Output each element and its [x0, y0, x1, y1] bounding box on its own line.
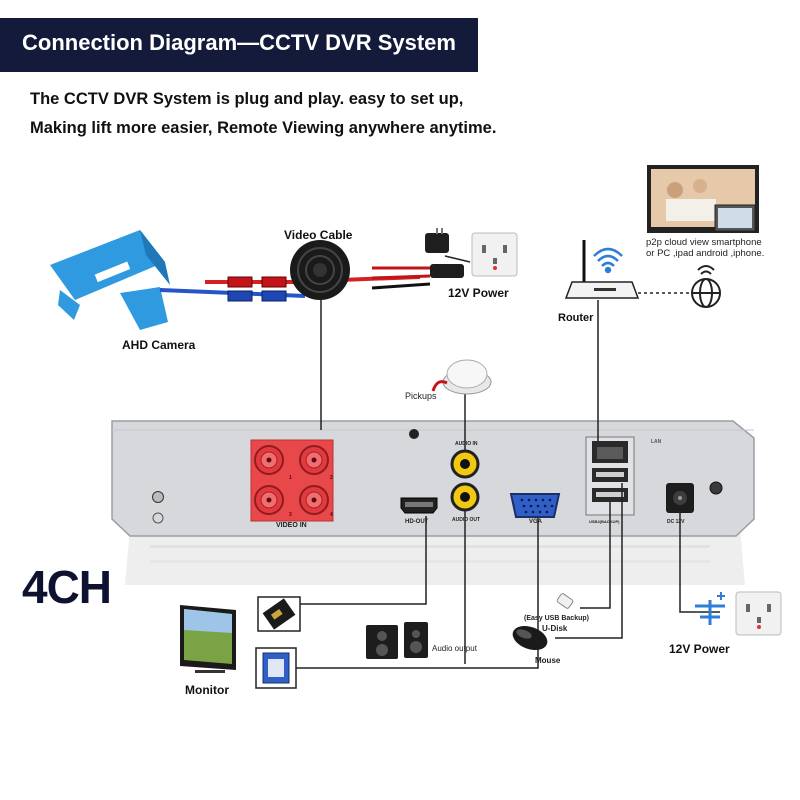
mouse-wire: [555, 483, 623, 639]
p2p-line-1: p2p cloud view smartphone: [646, 237, 762, 248]
pc-smartphone-icon: [647, 165, 759, 233]
usb-port-1[interactable]: [592, 468, 628, 482]
mouse-label: Mouse: [535, 656, 561, 665]
connection-wires: [291, 255, 720, 669]
vga-port[interactable]: [509, 493, 561, 518]
dvr-shadow: [125, 528, 745, 585]
cable-coil: [290, 240, 350, 300]
dc-power-socket[interactable]: [666, 483, 694, 513]
audio-output-label: Audio output: [432, 644, 477, 653]
globe-signal-icon: [691, 265, 721, 308]
subtitle-line-1: The CCTV DVR System is plug and play. ea…: [30, 90, 464, 108]
router-label: Router: [558, 312, 594, 324]
udisk-label: U-Disk: [542, 624, 568, 633]
ahd-camera-label: AHD Camera: [122, 338, 196, 352]
hdmi-wire: [291, 516, 427, 605]
pickups-label: Pickups: [405, 391, 437, 401]
hdmi-port[interactable]: [400, 497, 438, 514]
page-title: Connection Diagram—CCTV DVR System: [22, 30, 456, 55]
channel-count: 4CH: [22, 561, 112, 613]
usb-port-2[interactable]: [592, 488, 628, 502]
monitor-icon: [180, 605, 236, 673]
pickup-mic-icon: [431, 359, 492, 395]
dc-power-wire: [679, 513, 720, 613]
lan-port[interactable]: [592, 441, 628, 463]
video-in-label: VIDEO IN: [276, 522, 307, 529]
lan-label: LAN: [651, 439, 662, 445]
bnc-port-1[interactable]: [254, 445, 284, 475]
hdmi-cable-icon: [257, 596, 301, 632]
bnc-port-4[interactable]: [299, 485, 329, 515]
panel-screw-right: [709, 481, 723, 495]
power-top-label: 12V Power: [448, 286, 509, 300]
dc-label: DC 12V: [667, 519, 685, 525]
title-banner: [0, 18, 478, 72]
audio-out-label: AUDIO OUT: [452, 517, 481, 523]
usb-backup-label: (Easy USB Backup): [524, 615, 589, 622]
video-cable-label: Video Cable: [284, 228, 353, 242]
vga-label: VGA: [529, 519, 543, 525]
power-splitter: [371, 264, 464, 290]
channel-number-3: 3: [289, 512, 292, 518]
audio-in-jack[interactable]: [450, 449, 480, 479]
ground-symbol: [152, 512, 164, 524]
usb-disk-wire: [580, 502, 611, 609]
hd-out-label: HD-OUT: [405, 519, 429, 525]
monitor-label: Monitor: [185, 683, 229, 697]
ground-screw: [152, 491, 164, 503]
dc-symbol-icon: [695, 592, 725, 625]
bnc-port-3[interactable]: [254, 485, 284, 515]
wifi-icon: [593, 247, 623, 274]
wall-socket-top: [471, 232, 518, 277]
audio-in-label: AUDIO IN: [455, 441, 478, 447]
power-bottom-label: 12V Power: [669, 642, 730, 656]
power-adapter-cord: [444, 255, 471, 263]
mouse-icon: [512, 625, 548, 651]
audio-out-jack[interactable]: [450, 482, 480, 512]
vga-wire: [296, 518, 539, 669]
ahd-camera-icon: [50, 230, 170, 330]
subtitle-line-2: Making lift more easier, Remote Viewing …: [30, 119, 497, 137]
usb-port-label: USB2(BACKUP): [589, 519, 620, 524]
router-icon: [564, 240, 640, 299]
vga-cable-icon: [255, 647, 297, 689]
channel-number-2: 2: [330, 475, 333, 481]
wall-socket-bottom: [735, 591, 782, 636]
bnc-connectors: [227, 276, 287, 302]
channel-number-4: 4: [330, 512, 333, 518]
p2p-line-2: or PC ,ipad android ,iphone.: [646, 248, 765, 259]
speakers-icon: [366, 622, 428, 659]
panel-screw-top: [409, 429, 419, 439]
usb-disk-icon: [556, 593, 574, 609]
bnc-port-2[interactable]: [299, 445, 329, 475]
power-adapter-icon: [425, 228, 449, 253]
channel-number-1: 1: [289, 475, 292, 481]
